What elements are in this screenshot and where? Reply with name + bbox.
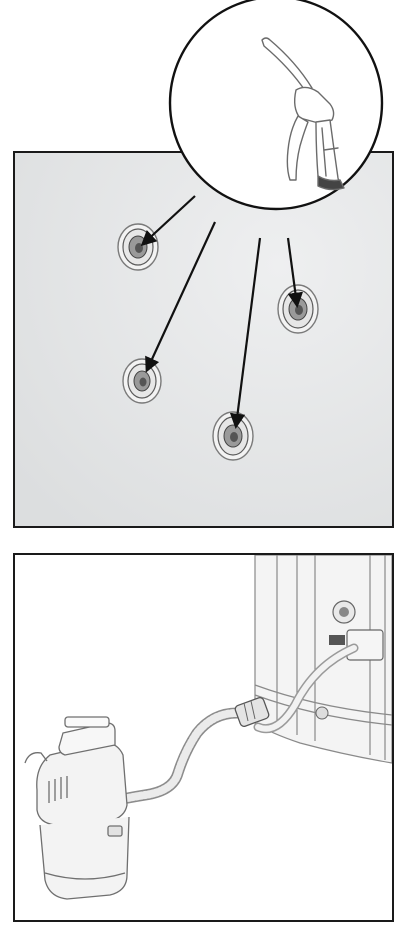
jet-wall-panel xyxy=(13,151,394,528)
jet-right xyxy=(278,285,318,333)
jet-upper-left xyxy=(118,224,158,270)
jet-bottom-center xyxy=(213,412,253,460)
jet-lower-left xyxy=(123,359,161,403)
vacuum-panel xyxy=(13,553,394,922)
wet-dry-vacuum xyxy=(25,717,129,899)
vacuum-illustration xyxy=(15,555,392,920)
wall-surface xyxy=(15,153,392,526)
jet-wall-illustration xyxy=(15,153,392,526)
